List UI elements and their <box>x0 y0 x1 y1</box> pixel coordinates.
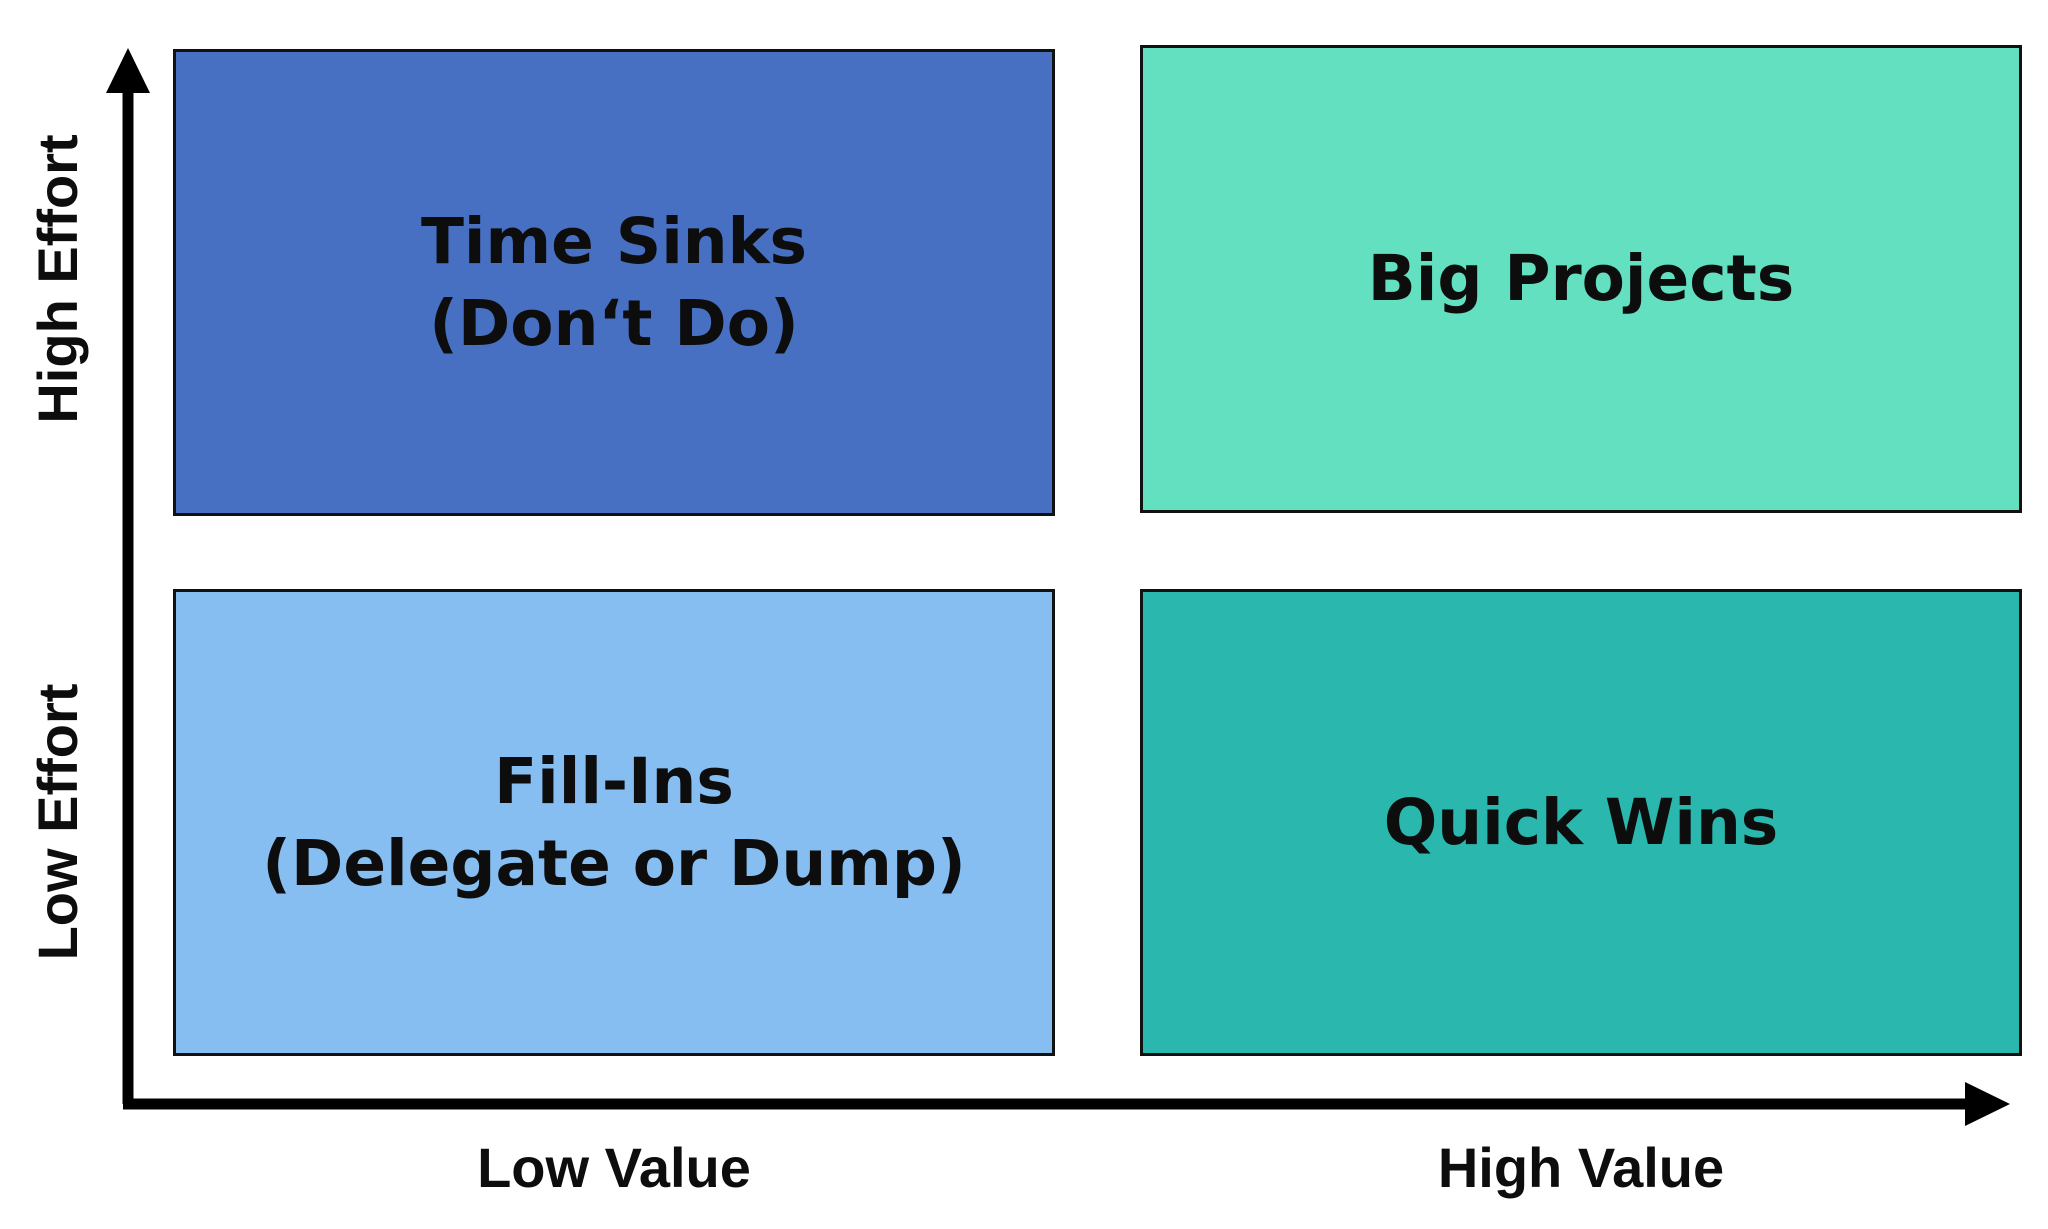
quadrant-time-sinks-title: Time Sinks <box>420 204 808 278</box>
quadrant-quick-wins-label: Quick Wins <box>1384 782 1779 864</box>
quadrant-big-projects-label: Big Projects <box>1368 238 1794 320</box>
quadrant-fill-ins-title: Fill-Ins <box>494 744 734 818</box>
quadrant-time-sinks-label: Time Sinks (Don‘t Do) <box>421 201 807 365</box>
quadrant-time-sinks: Time Sinks (Don‘t Do) <box>173 49 1055 516</box>
quadrant-fill-ins-label: Fill-Ins (Delegate or Dump) <box>262 741 966 905</box>
x-axis-label-high: High Value <box>1437 1136 1725 1199</box>
quadrant-big-projects-title: Big Projects <box>1367 242 1795 316</box>
x-axis-label-low: Low Value <box>477 1136 751 1199</box>
quadrant-fill-ins: Fill-Ins (Delegate or Dump) <box>173 589 1055 1056</box>
y-axis-label-high: High Effort <box>26 134 89 424</box>
quadrant-time-sinks-subtitle: (Don‘t Do) <box>429 286 799 360</box>
quadrant-big-projects: Big Projects <box>1140 45 2022 513</box>
quadrant-quick-wins: Quick Wins <box>1140 589 2022 1056</box>
quadrant-fill-ins-subtitle: (Delegate or Dump) <box>262 826 966 900</box>
y-axis-label-low: Low Effort <box>26 683 89 961</box>
y-axis-arrowhead <box>106 48 150 93</box>
quadrant-quick-wins-title: Quick Wins <box>1383 785 1779 859</box>
x-axis-arrowhead <box>1965 1082 2010 1126</box>
